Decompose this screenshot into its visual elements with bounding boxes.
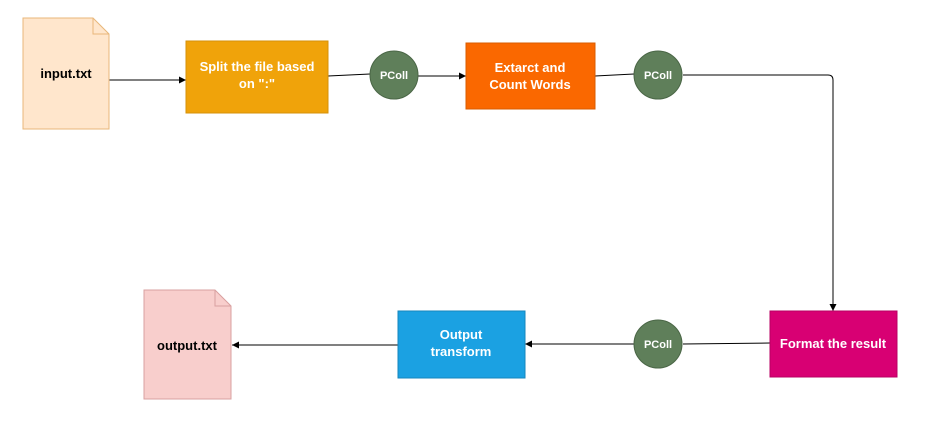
pcoll-label-1: PColl [380,70,408,82]
pcoll-circle-3 [633,319,683,369]
output-transform-label-line1: Output [440,327,483,342]
edge-format-to-pcoll3 [682,342,771,345]
extract-step-node: Extarct and Count Words [465,42,596,110]
pcoll-node-2: PColl [633,50,683,100]
output-transform-box [397,310,526,379]
pcoll-circle-2 [633,50,683,100]
format-step-node: Format the result [769,310,898,378]
split-step-box [185,40,329,114]
document-icon [143,289,232,400]
split-step-node: Split the file based on ":" [185,40,329,114]
pcoll-circle-1 [369,50,419,100]
document-icon [22,17,110,130]
extract-step-box [465,42,596,110]
document-fold [92,18,109,35]
pcoll-label-2: PColl [644,70,672,82]
edge-extract-to-pcoll2 [594,73,635,77]
edge-pcoll2-to-format [683,74,837,311]
split-step-label-line1: Split the file based [200,59,315,74]
output-transform-label-line2: transform [431,344,492,359]
input-file-node: input.txt [22,17,110,130]
pcoll-node-1: PColl [369,50,419,100]
split-step-label-line2: on ":" [239,76,275,91]
format-step-box [769,310,898,378]
output-file-label: output.txt [157,338,218,353]
extract-step-label-line1: Extarct and [495,60,566,75]
document-fold [214,290,231,307]
output-file-node: output.txt [143,289,232,400]
extract-step-label-line2: Count Words [489,77,570,92]
input-file-label: input.txt [40,66,92,81]
edges [109,72,837,349]
pcoll-node-3: PColl [633,319,683,369]
edge-split-to-pcoll1 [327,73,371,77]
output-transform-node: Output transform [397,310,526,379]
pcoll-label-3: PColl [644,339,672,351]
format-step-label: Format the result [780,336,887,351]
